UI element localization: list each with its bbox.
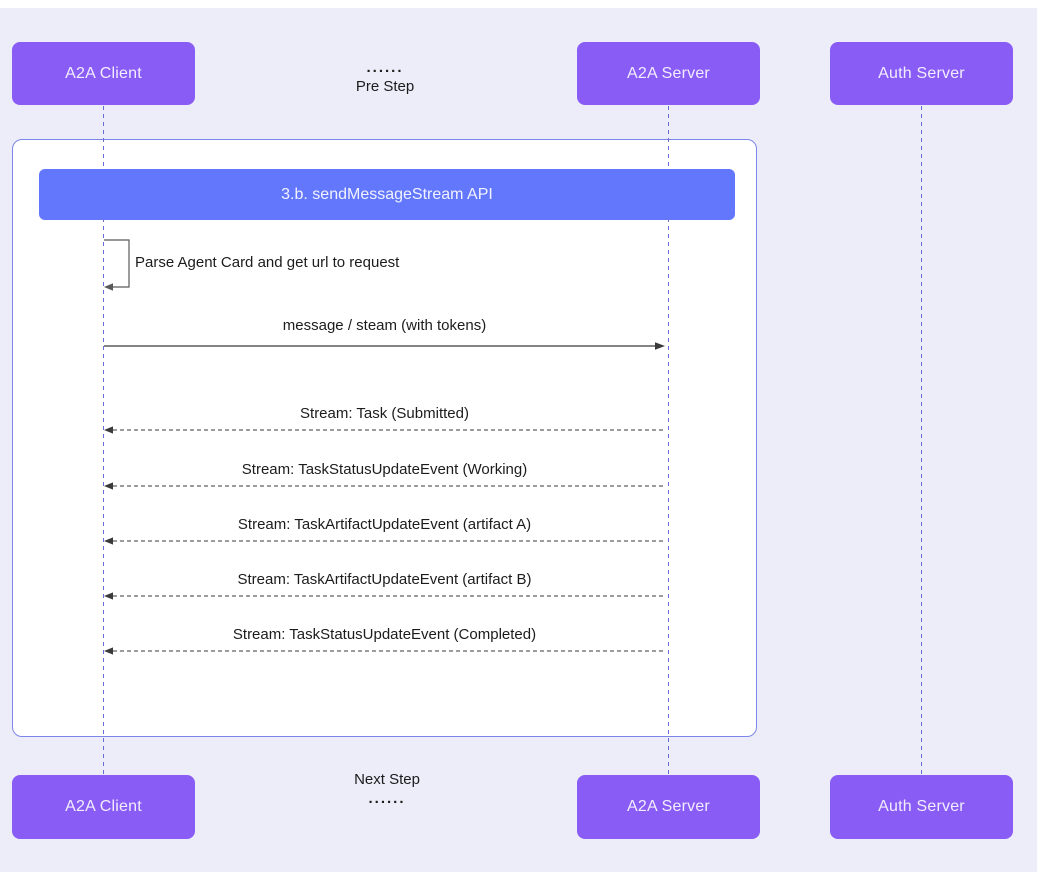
stream-event-label-2: Stream: TaskStatusUpdateEvent (Working) (241, 461, 528, 478)
actor-a2a-server-bottom: A2A Server (577, 775, 760, 839)
actor-a2a-client-top: A2A Client (12, 42, 195, 105)
stream-event-label-5: Stream: TaskStatusUpdateEvent (Completed… (232, 626, 537, 643)
next-step-dots: ...... (368, 790, 406, 807)
actor-label: A2A Client (65, 64, 142, 82)
fragment-title: 3.b. sendMessageStream API (281, 185, 493, 203)
stream-event-label-4: Stream: TaskArtifactUpdateEvent (artifac… (237, 571, 532, 588)
actor-label: A2A Client (65, 798, 142, 815)
pre-step-label: Pre Step (355, 78, 415, 95)
fragment-frame (12, 139, 757, 737)
actor-label: A2A Server (627, 64, 710, 82)
pre-step-dots: ...... (366, 59, 404, 76)
next-step-label: Next Step (354, 771, 420, 788)
actor-a2a-client-bottom: A2A Client (12, 775, 195, 839)
stream-event-label-1: Stream: Task (Submitted) (300, 405, 469, 422)
request-label: message / steam (with tokens) (282, 317, 487, 334)
self-loop-label: Parse Agent Card and get url to request (135, 254, 400, 271)
actor-auth-server-top: Auth Server (830, 42, 1013, 105)
next-step-annotation: Next Step ...... (277, 769, 497, 807)
actor-label: A2A Server (627, 798, 710, 815)
actor-label: Auth Server (878, 798, 965, 815)
actor-label: Auth Server (878, 64, 965, 82)
actor-auth-server-bottom: Auth Server (830, 775, 1013, 839)
pre-step-annotation: ...... Pre Step (275, 60, 495, 98)
stream-event-label-3: Stream: TaskArtifactUpdateEvent (artifac… (237, 516, 532, 533)
actor-a2a-server-top: A2A Server (577, 42, 760, 105)
fragment-title-bar: 3.b. sendMessageStream API (39, 169, 735, 220)
